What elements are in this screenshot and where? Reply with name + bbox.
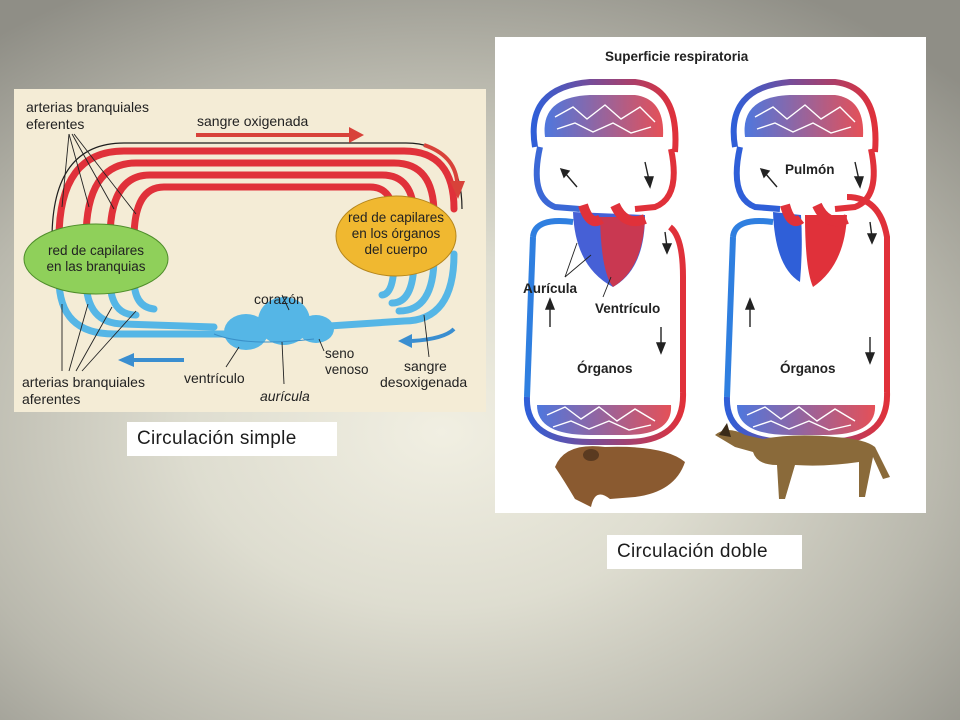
gill-capillaries-label-2: en las branquias [46, 259, 145, 274]
deoxygenated-label-2: desoxigenada [380, 374, 467, 390]
efferent-arteries-label-1: arterias branquiales [26, 99, 149, 115]
organs-left-label: Órganos [577, 361, 633, 376]
heart-label: corazón [254, 291, 304, 307]
organ-capillaries-bubble [335, 195, 457, 277]
afferent-arteries-label-2: aferentes [22, 391, 80, 407]
double-circulation-diagram: Superficie respiratoria [495, 37, 926, 513]
oxygenated-label: sangre oxigenada [197, 113, 309, 129]
deoxygenated-arrow [118, 327, 456, 367]
atrium-label: aurícula [260, 388, 310, 404]
sinus-label-2: venoso [325, 362, 369, 377]
double-circulation-caption: Circulación doble [607, 535, 802, 569]
gill-capillaries-bubble [23, 223, 169, 295]
efferent-arteries-label-2: eferentes [26, 116, 84, 132]
amphibian-circulation [523, 79, 687, 507]
organ-capillaries-label-1: red de capilares [348, 210, 444, 225]
organ-capillaries-label-2: en los órganos [352, 226, 441, 241]
fish-heart [213, 297, 334, 350]
respiratory-surface-label: Superficie respiratoria [605, 49, 749, 64]
ventricle-label: ventrículo [184, 370, 245, 386]
sinus-label-1: seno [325, 346, 354, 361]
simple-circulation-caption: Circulación simple [127, 422, 337, 456]
deoxygenated-label-1: sangre [404, 358, 447, 374]
gill-capillaries-label-1: red de capilares [48, 243, 144, 258]
ventricle-label: Ventrículo [595, 301, 660, 316]
afferent-arteries-label-1: arterias branquiales [22, 374, 145, 390]
organs-right-label: Órganos [780, 361, 836, 376]
atrium-label: Aurícula [523, 281, 578, 296]
mammal-circulation [715, 79, 891, 499]
organ-capillaries-label-3: del cuerpo [364, 242, 427, 257]
simple-circulation-diagram: arterias branquiales eferentes sangre ox… [14, 89, 486, 412]
lung-label: Pulmón [785, 162, 835, 177]
oxygenated-arrow [196, 127, 465, 199]
